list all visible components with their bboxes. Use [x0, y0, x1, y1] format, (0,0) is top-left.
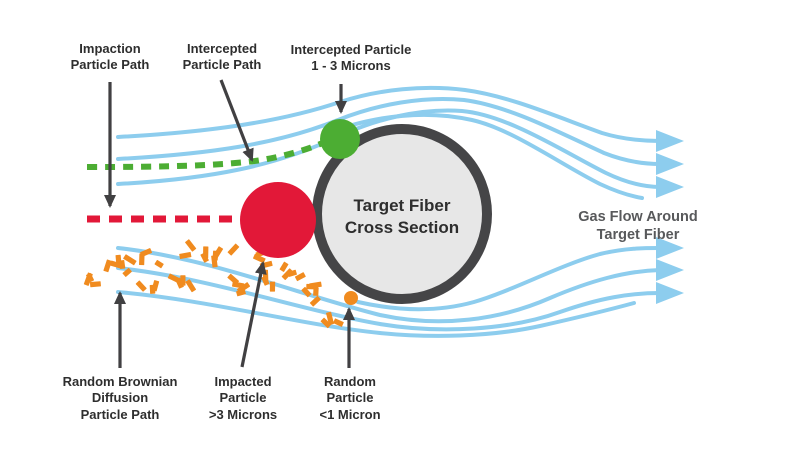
- intercepted-path-label: Intercepted Particle Path: [182, 41, 262, 73]
- pointer-arrows: [104, 79, 355, 368]
- brownian-diffusion-path: [83, 239, 344, 329]
- brownian-dash: [309, 295, 321, 307]
- brownian-dash: [185, 239, 197, 252]
- target-fiber-label: Target Fiber Cross Section: [344, 196, 460, 238]
- random-particle-dot: [344, 291, 358, 305]
- impacted-particle-label: Impacted Particle >3 Microns: [208, 374, 278, 422]
- brownian-dash: [103, 259, 112, 273]
- brownian-dash: [154, 259, 164, 269]
- streamline: [116, 108, 662, 189]
- streamline: [356, 246, 662, 312]
- brownian-dash: [180, 275, 186, 286]
- brownian-dash: [253, 253, 266, 264]
- brownian-dash: [236, 282, 251, 294]
- interception-particle-path: [86, 138, 329, 170]
- brownian-dash: [301, 286, 312, 298]
- streamline: [116, 246, 662, 324]
- target-fiber-circle: [312, 124, 492, 304]
- brownian-dash: [110, 260, 123, 269]
- brownian-dash: [122, 267, 132, 277]
- random-particle-label: Random Particle <1 Micron: [319, 374, 381, 422]
- brownian-dash: [262, 269, 269, 283]
- brownian-dash: [151, 280, 160, 292]
- brownian-dash: [333, 318, 344, 327]
- flow-arrowhead-icon: [656, 153, 684, 175]
- brownian-dash: [135, 280, 147, 292]
- brownian-dash: [211, 255, 218, 268]
- flow-arrowhead-icon: [656, 130, 684, 152]
- brownian-path-label: Random Brownian Diffusion Particle Path: [62, 374, 178, 422]
- brownian-dash: [119, 260, 126, 270]
- streamline: [116, 85, 662, 143]
- streamline: [350, 112, 644, 200]
- brownian-dash: [89, 281, 101, 288]
- impaction-path-label: Impaction Particle Path: [70, 41, 150, 73]
- brownian-dash: [185, 279, 197, 293]
- gas-flow-label: Gas Flow Around Target Fiber: [578, 209, 698, 244]
- intercepted-particle-dot: [320, 119, 360, 159]
- brownian-dash: [313, 287, 319, 296]
- brownian-dash: [294, 272, 306, 282]
- flow-arrowhead-icon: [656, 237, 684, 259]
- brownian-dash: [175, 277, 184, 289]
- brownian-dash: [279, 261, 289, 272]
- streamline: [116, 290, 636, 338]
- brownian-dash: [326, 311, 334, 326]
- intercepted-path-label-arrow: [219, 79, 254, 162]
- gas-streamlines-bottom: [116, 237, 684, 338]
- impacted-particle-label-arrow: [240, 261, 267, 368]
- brownian-dash: [320, 317, 332, 329]
- intercepted-particle-label: Intercepted Particle 1 - 3 Microns: [290, 42, 412, 74]
- flow-arrowhead-icon: [656, 282, 684, 304]
- brownian-dash: [287, 269, 297, 277]
- flow-arrowhead-icon: [656, 259, 684, 281]
- brownian-dash: [140, 248, 153, 257]
- flow-arrowhead-icon: [656, 176, 684, 198]
- brownian-dash: [200, 252, 209, 263]
- brownian-dash: [86, 272, 95, 283]
- brownian-dash: [179, 252, 192, 260]
- brownian-dash: [227, 243, 240, 256]
- impacted-particle-dot: [240, 182, 316, 258]
- streamline: [116, 266, 662, 332]
- brownian-dash: [123, 254, 137, 266]
- brownian-dash: [269, 281, 276, 292]
- brownian-dash: [309, 281, 322, 289]
